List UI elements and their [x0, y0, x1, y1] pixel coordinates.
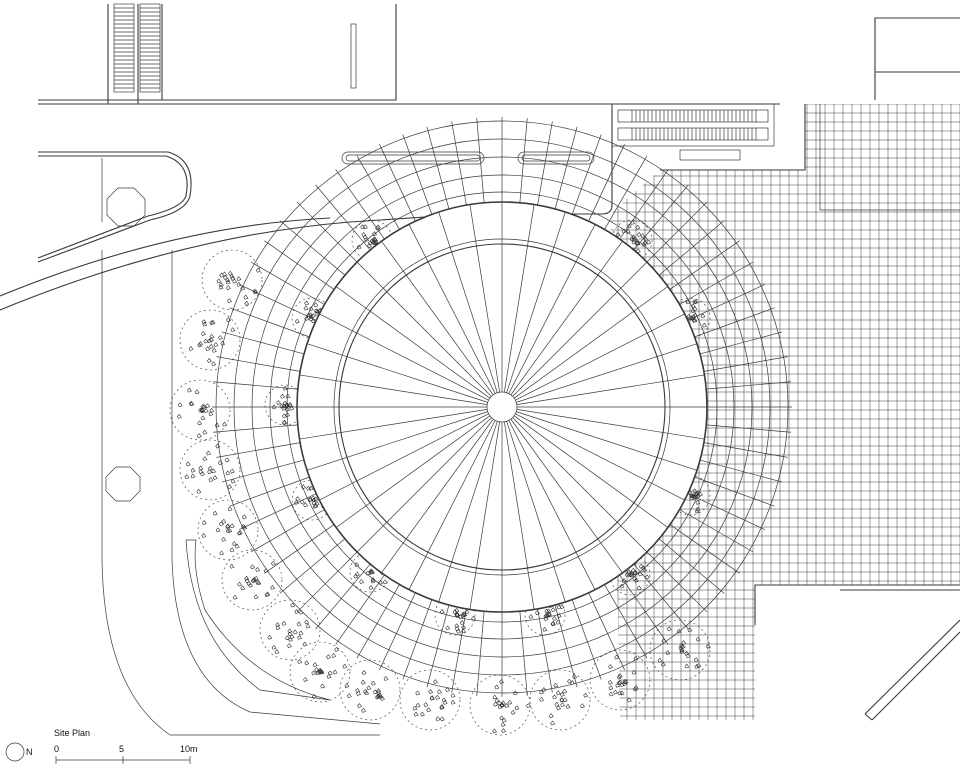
street-planters	[341, 151, 595, 165]
tree-canopy	[529, 669, 591, 731]
tree-canopy	[197, 499, 259, 561]
scale-bar	[55, 756, 191, 764]
north-label: N	[26, 747, 33, 757]
tree-canopy	[339, 659, 401, 721]
tree-canopy	[434, 594, 477, 636]
street-edges	[38, 4, 960, 215]
stairs-top-left	[113, 3, 161, 93]
tree-canopy	[259, 599, 321, 661]
tree-canopy	[221, 549, 283, 611]
trees	[169, 219, 711, 736]
tree-canopy	[264, 384, 306, 426]
escalator-top	[611, 103, 775, 161]
legend: Site Plan N 0 5 10m	[5, 728, 198, 764]
tree-canopy	[469, 674, 531, 736]
lower-right-steps	[754, 584, 960, 721]
north-arrow-icon	[5, 742, 25, 762]
tree-canopy	[179, 439, 241, 501]
scale-label-0: 0	[54, 744, 59, 754]
tree-canopy	[169, 379, 231, 441]
tree-canopy	[399, 669, 461, 731]
slot-marker	[350, 23, 357, 89]
tree-canopy	[589, 649, 651, 711]
left-road-island	[0, 151, 471, 311]
octagon-marker-top	[106, 187, 146, 227]
central-rotunda	[296, 201, 708, 613]
scale-label-5: 5	[119, 744, 124, 754]
legend-title: Site Plan	[54, 728, 90, 738]
tree-canopy	[179, 309, 241, 371]
tree-canopy	[289, 641, 351, 703]
radial-paving-ring	[212, 117, 792, 697]
tree-canopy	[649, 619, 711, 681]
tree-canopy	[201, 249, 263, 311]
scale-label-10m: 10m	[180, 744, 198, 754]
octagon-marker-bottom	[105, 466, 141, 502]
pedestrian-path-left	[101, 250, 381, 736]
